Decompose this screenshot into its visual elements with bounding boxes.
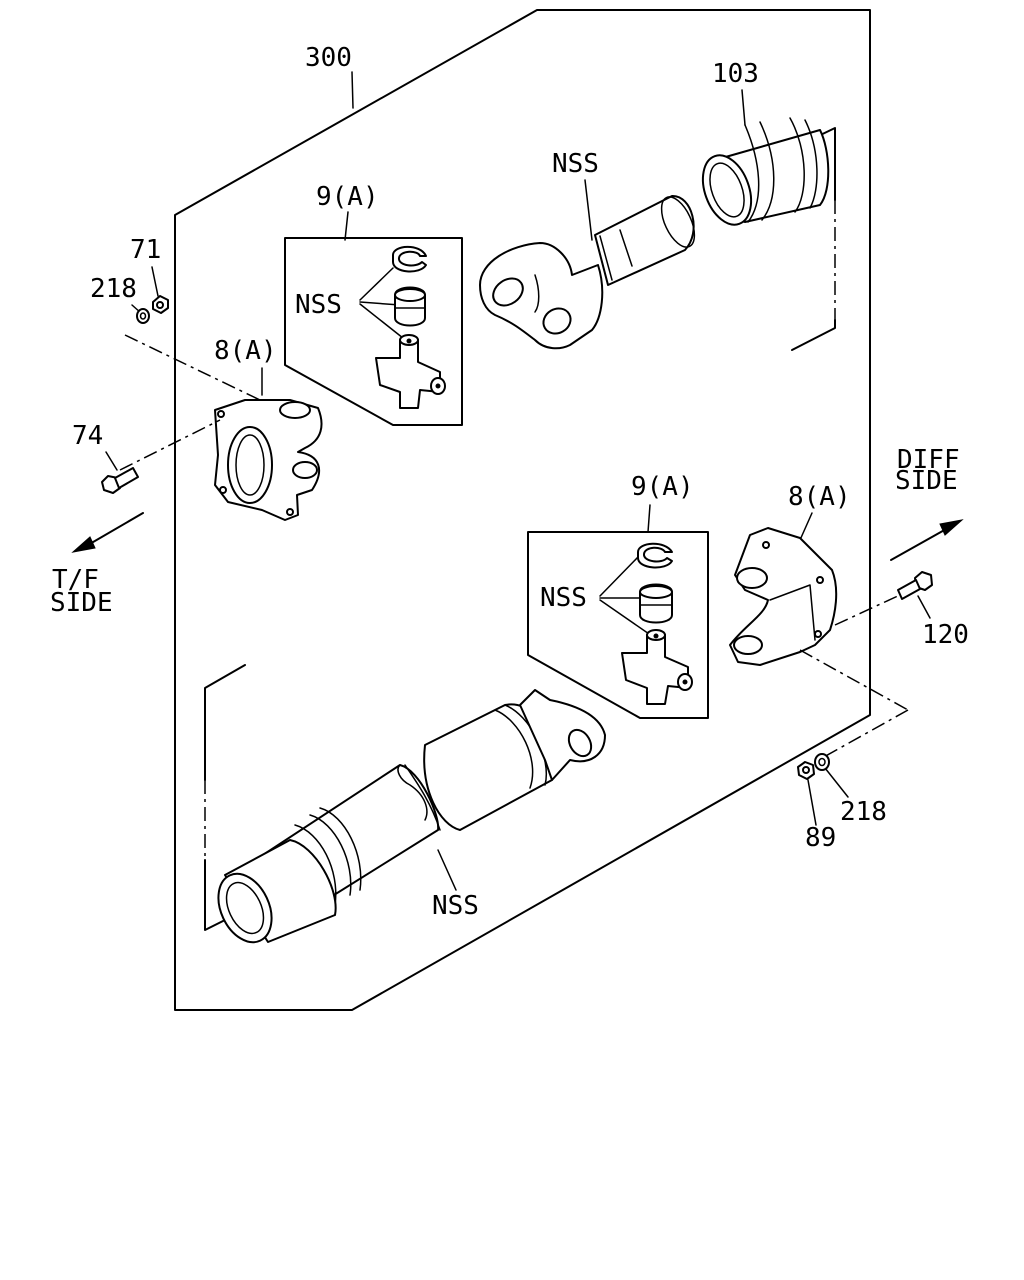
bracket-bottom bbox=[204, 664, 246, 781]
label-nss-shaft-top: NSS bbox=[552, 149, 599, 179]
label-300: 300 bbox=[305, 43, 352, 73]
label-nss-tube: NSS bbox=[432, 891, 479, 921]
label-71: 71 bbox=[130, 235, 161, 265]
label-89: 89 bbox=[805, 823, 836, 853]
flange-right-8a bbox=[729, 527, 838, 666]
label-218-right: 218 bbox=[840, 797, 887, 827]
shaft-tube-bottom bbox=[217, 689, 606, 944]
tf-side-arrow bbox=[71, 512, 144, 553]
label-tf-side-1: T/F bbox=[52, 565, 99, 595]
flange-left-8a bbox=[214, 399, 323, 521]
bolt-74 bbox=[101, 467, 139, 494]
leader-lines bbox=[105, 89, 931, 891]
label-kit-bottom-nss: NSS bbox=[540, 583, 587, 613]
label-kit-top: 9(A) bbox=[316, 182, 379, 212]
washer-218-left bbox=[136, 308, 150, 324]
label-103: 103 bbox=[712, 59, 759, 89]
label-8a-left: 8(A) bbox=[214, 336, 277, 366]
kit-bottom-parts bbox=[621, 542, 693, 705]
label-diff-side-2: SIDE bbox=[895, 466, 958, 496]
kit-top-parts bbox=[375, 245, 446, 409]
label-diff-side-1: DIFF bbox=[897, 445, 960, 475]
assembly-300-outline bbox=[174, 9, 871, 1011]
nut-71 bbox=[152, 295, 169, 314]
label-8a-right: 8(A) bbox=[788, 482, 851, 512]
label-kit-bottom: 9(A) bbox=[631, 472, 694, 502]
label-74: 74 bbox=[72, 421, 103, 451]
washer-218-right bbox=[814, 753, 830, 771]
shaft-top-yoke bbox=[479, 194, 696, 350]
kit-box-bottom bbox=[527, 531, 709, 719]
nut-89 bbox=[797, 761, 815, 780]
label-218-left: 218 bbox=[90, 274, 137, 304]
diff-side-arrow bbox=[890, 519, 964, 561]
label-tf-side-2: SIDE bbox=[50, 588, 113, 618]
bolt-120 bbox=[897, 571, 933, 600]
kit-box-top bbox=[284, 237, 463, 426]
label-kit-top-nss: NSS bbox=[295, 290, 342, 320]
label-120: 120 bbox=[922, 620, 969, 650]
boot-103 bbox=[701, 117, 830, 226]
